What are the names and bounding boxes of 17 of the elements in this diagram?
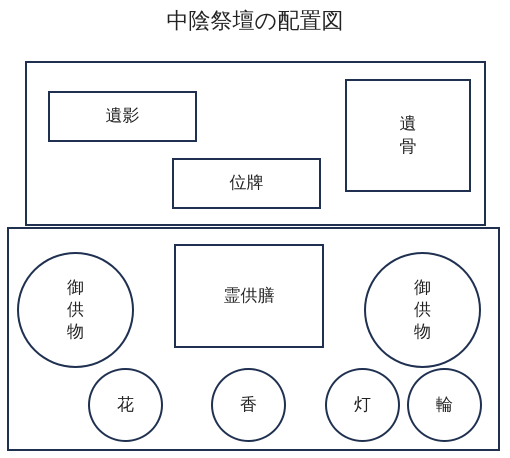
item-label: 位牌 [230, 173, 264, 194]
item-box [172, 158, 321, 209]
item-label: 遺骨 [400, 113, 416, 158]
altar-tier-panel [25, 61, 486, 226]
altar-tier-panel [7, 227, 500, 451]
item-box [174, 244, 324, 348]
item-label: 遺影 [106, 106, 140, 127]
item-label: 輪 [436, 394, 453, 416]
item-label: 御供物 [67, 276, 84, 344]
item-box [48, 91, 197, 142]
item-label: 花 [117, 394, 134, 416]
item-label: 御供物 [414, 276, 431, 344]
diagram-title: 中陰祭壇の配置図 [166, 8, 344, 36]
item-label: 香 [240, 394, 257, 416]
item-box [345, 79, 471, 192]
item-label: 灯 [354, 394, 371, 416]
item-label: 霊供膳 [224, 286, 274, 306]
